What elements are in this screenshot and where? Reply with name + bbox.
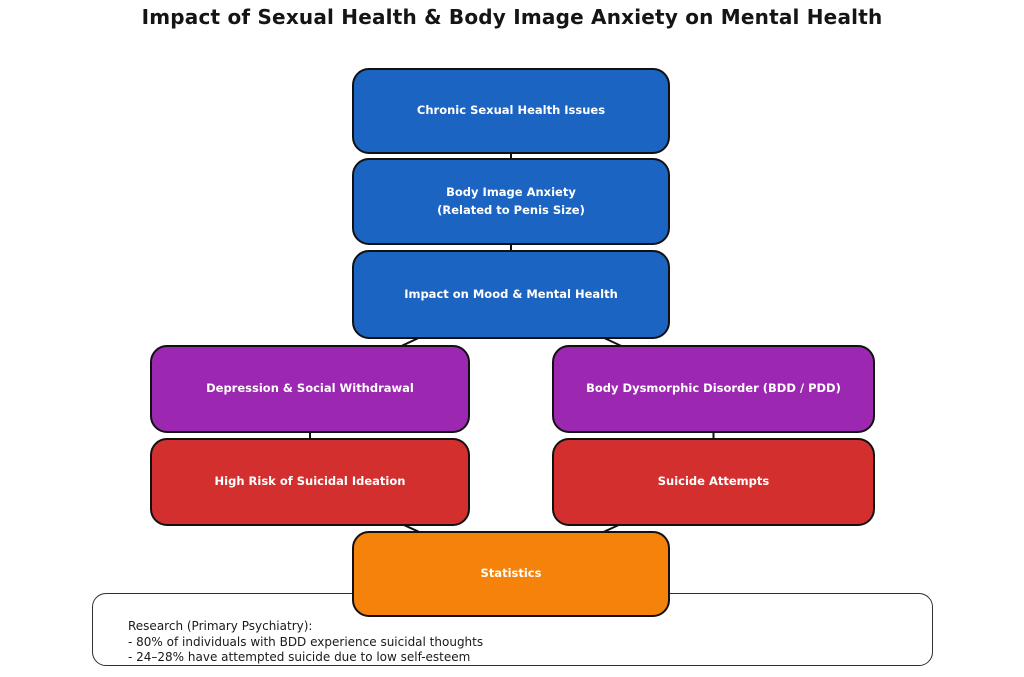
node-label: Depression & Social Withdrawal [206,381,414,396]
node-label: Chronic Sexual Health Issues [416,103,606,118]
research-note-stat-bdd: - 80% of individuals with BDD experience… [128,634,484,649]
node-suicide-attempts: Suicide Attempts [552,438,875,526]
node-body-dysmorphic-disorder: Body Dysmorphic Disorder (BDD / PDD) [552,345,875,433]
node-label: High Risk of Suicidal Ideation [214,474,406,489]
node-label: Statistics [480,566,542,581]
research-note-stat-suicide: - 24–28% have attempted suicide due to l… [128,650,471,664]
node-chronic-sexual-health-issues: Chronic Sexual Health Issues [352,68,670,154]
node-impact-on-mood: Impact on Mood & Mental Health [352,250,670,339]
node-depression-social-withdrawal: Depression & Social Withdrawal [150,345,470,433]
research-note-heading: Research (Primary Psychiatry): [128,619,313,633]
node-body-image-anxiety: Body Image Anxiety (Related to Penis Siz… [352,158,670,245]
node-statistics: Statistics [352,531,670,617]
page-title: Impact of Sexual Health & Body Image Anx… [141,5,883,29]
node-label: Body Dysmorphic Disorder (BDD / PDD) [586,381,841,396]
node-label: Impact on Mood & Mental Health [404,286,618,301]
node-label: Body Image Anxiety (Related to Penis Siz… [437,184,585,217]
node-label: Suicide Attempts [657,474,770,489]
node-suicidal-ideation: High Risk of Suicidal Ideation [150,438,470,526]
